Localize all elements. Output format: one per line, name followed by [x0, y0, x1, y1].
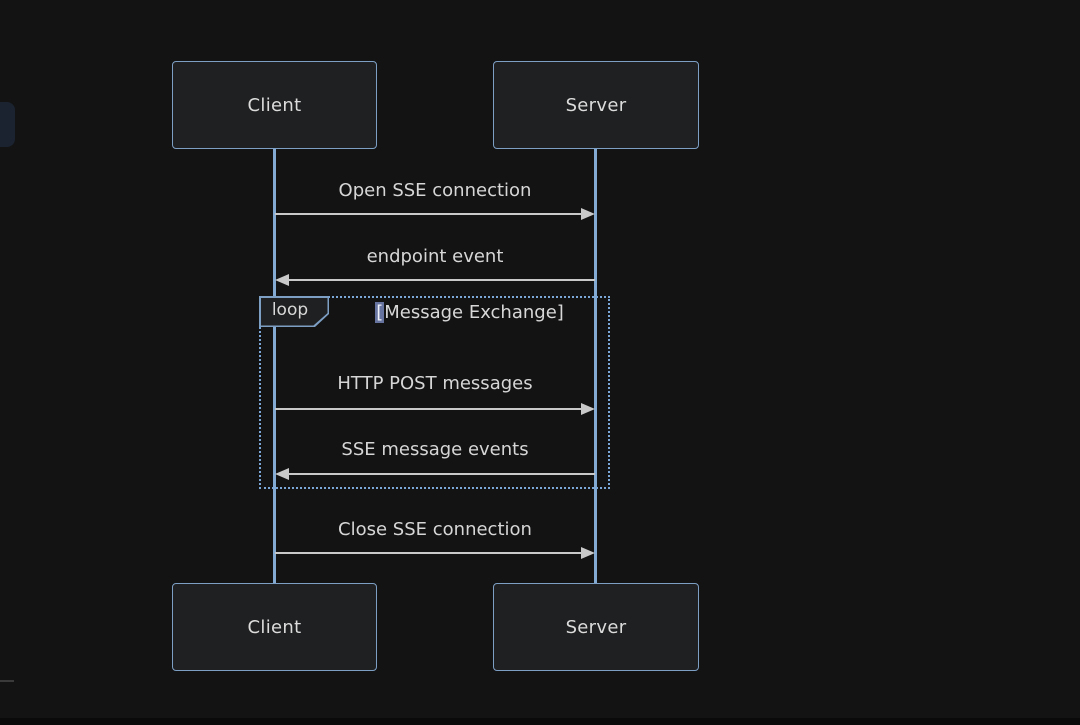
cursor-highlight: [ — [375, 302, 385, 323]
arrowhead-right-icon — [581, 547, 595, 559]
message-label-endpoint-event: endpoint event — [366, 246, 504, 267]
arrowhead-left-icon — [275, 274, 289, 286]
actor-label-client: Client — [247, 94, 302, 116]
lifeline-client — [273, 149, 276, 583]
message-arrow-line — [275, 408, 582, 410]
loop-keyword: loop — [271, 300, 309, 320]
actor-box-server-top: Server — [493, 61, 699, 149]
actor-label-server: Server — [565, 94, 627, 116]
arrowhead-left-icon — [275, 468, 289, 480]
loop-label-fill — [260, 297, 328, 326]
actor-label-client: Client — [247, 616, 302, 638]
message-label-close-sse: Close SSE connection — [338, 519, 532, 540]
loop-title-text: Message Exchange] — [384, 302, 564, 323]
actor-box-client-bottom: Client — [172, 583, 377, 671]
left-edge-tab[interactable] — [0, 102, 15, 147]
message-arrow-line — [275, 213, 582, 215]
loop-frame — [259, 296, 610, 489]
actor-box-client-top: Client — [172, 61, 377, 149]
message-arrow-line — [289, 473, 595, 475]
bottom-left-dash — [0, 680, 14, 682]
actor-label-server: Server — [565, 616, 627, 638]
message-label-sse-events: SSE message events — [341, 439, 529, 460]
message-label-http-post: HTTP POST messages — [337, 373, 533, 394]
loop-title: [Message Exchange] — [329, 301, 610, 325]
message-arrow-line — [289, 279, 595, 281]
actor-box-server-bottom: Server — [493, 583, 699, 671]
lifeline-server — [594, 149, 597, 583]
loop-label: loop — [259, 296, 329, 327]
bottom-edge-strip — [0, 718, 1080, 725]
message-arrow-line — [275, 552, 582, 554]
arrowhead-right-icon — [581, 403, 595, 415]
message-label-open-sse: Open SSE connection — [338, 180, 532, 201]
arrowhead-right-icon — [581, 208, 595, 220]
